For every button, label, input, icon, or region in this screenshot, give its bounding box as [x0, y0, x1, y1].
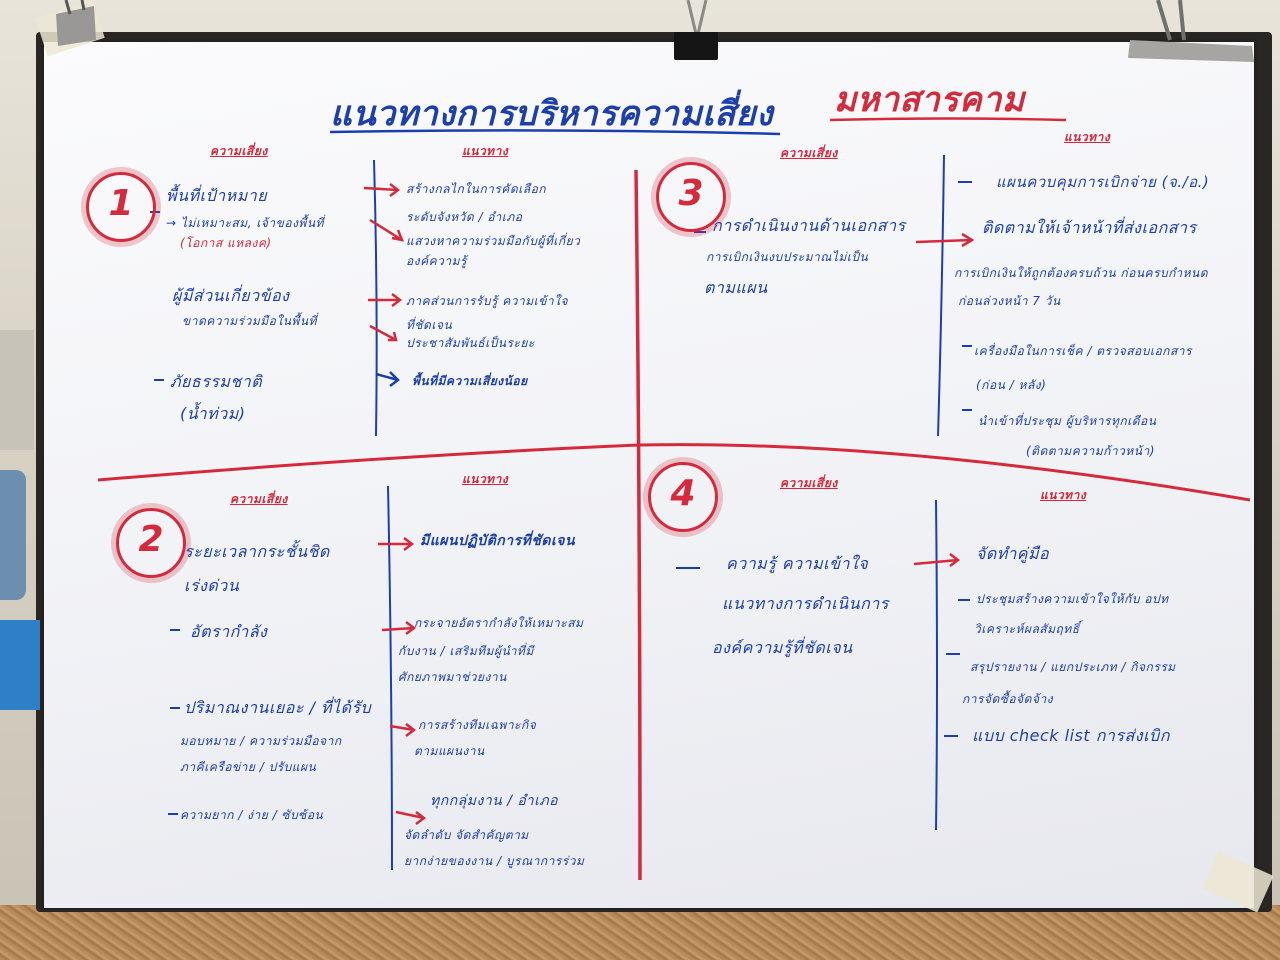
- q4-approach-1: จัดทำคู่มือ: [976, 544, 1050, 563]
- q2-approach-2: กระจายอัตรากำลังให้เหมาะสม: [414, 616, 584, 630]
- q4-approach-heading: แนวทาง: [1040, 488, 1087, 502]
- q3-approach-1: แผนควบคุมการเบิกจ่าย (จ./อ.): [996, 173, 1210, 191]
- title-underline: [329, 129, 781, 136]
- blue-arrows: [375, 371, 400, 387]
- q3-risk-3: ตามแผน: [704, 278, 768, 297]
- q2-risk-4: ปริมาณงานเยอะ / ที่ได้รับ: [184, 698, 372, 717]
- q4-approach-2: ประชุมสร้างความเข้าใจให้กับ อปท: [976, 592, 1169, 606]
- q3-approach-6: (ก่อน / หลัง): [976, 378, 1047, 392]
- q2-risk-3: อัตรากำลัง: [190, 622, 268, 641]
- q2-risk-6: ภาคีเครือข่าย / ปรับแผน: [180, 760, 317, 774]
- q2-approach-4: ศักยภาพมาช่วยงาน: [398, 670, 507, 684]
- q3-risk-2: การเบิกเงินงบประมาณไม่เป็น: [706, 250, 869, 264]
- q4-column-divider: [935, 499, 938, 831]
- q4-approach-5: การจัดซื้อจัดจ้าง: [962, 692, 1054, 706]
- q3-risk-heading: ความเสี่ยง: [780, 146, 838, 160]
- q1-risk-5: ขาดความร่วมมือในพื้นที่: [182, 314, 317, 328]
- q4-approach-4: สรุปรายงาน / แยกประเภท / กิจกรรม: [970, 660, 1176, 674]
- q2-approach-9: ยากง่ายของงาน / บูรณาการร่วม: [404, 854, 585, 868]
- q3-approach-8: (ติดตามความก้าวหน้า): [1026, 444, 1155, 458]
- quadrant-4-number: 4: [648, 462, 718, 532]
- q4-risk-heading: ความเสี่ยง: [780, 476, 838, 490]
- q4-risk-2: แนวทางการดำเนินการ: [722, 594, 889, 613]
- q4-approach-3: วิเคราะห์ผลสัมฤทธิ์: [974, 622, 1080, 636]
- q2-approach-7: ทุกกลุ่มงาน / อำเภอ: [430, 793, 559, 809]
- chart-title: แนวทางการบริหารความเสี่ยง: [330, 94, 774, 134]
- q3-approach-5: เครื่องมือในการเช็ค / ตรวจสอบเอกสาร: [974, 344, 1192, 358]
- q2-risk-2: เร่งด่วน: [184, 576, 240, 595]
- red-arrows: [363, 183, 975, 825]
- left-person-blur: [0, 470, 26, 600]
- q2-risk-heading: ความเสี่ยง: [230, 492, 288, 506]
- q2-risk-1: ระยะเวลากระชั้นชิด: [184, 542, 330, 561]
- q2-approach-5: การสร้างทีมเฉพาะกิจ: [418, 718, 537, 732]
- q2-risk-7: ความยาก / ง่าย / ซับซ้อน: [180, 808, 324, 822]
- q1-risk-6: ภัยธรรมชาติ: [170, 372, 263, 391]
- q1-risk-4: ผู้มีส่วนเกี่ยวข้อง: [172, 286, 290, 305]
- q1-approach-8: พื้นที่มีความเสี่ยงน้อย: [412, 374, 528, 388]
- q2-approach-1: มีแผนปฏิบัติการที่ชัดเจน: [420, 533, 576, 549]
- q1-approach-2: ระดับจังหวัด / อำเภอ: [406, 210, 523, 224]
- q1-risk-1: พื้นที่เป้าหมาย: [166, 186, 268, 205]
- q1-approach-4: องค์ความรู้: [406, 254, 467, 268]
- q1-risk-heading: ความเสี่ยง: [210, 144, 268, 158]
- binder-clip-top-right: [1120, 0, 1260, 62]
- q1-approach-heading: แนวทาง: [462, 144, 509, 158]
- q4-risk-1: ความรู้ ความเข้าใจ: [726, 554, 869, 573]
- q3-approach-4: ก่อนล่วงหน้า 7 วัน: [958, 294, 1061, 308]
- q2-approach-6: ตามแผนงาน: [414, 744, 485, 758]
- q4-risk-3: องค์ความรู้ที่ชัดเจน: [712, 638, 853, 657]
- q1-risk-3: (โอกาส แหลงค): [180, 236, 272, 250]
- q2-column-divider: [387, 485, 393, 871]
- q1-approach-6: ที่ชัดเจน: [406, 318, 453, 332]
- left-window-light: [0, 330, 34, 450]
- q1-risk-7: (น้ำท่วม): [180, 404, 246, 423]
- q3-approach-3: การเบิกเงินให้ถูกต้องครบถ้วน ก่อนครบกำหน…: [954, 266, 1209, 280]
- binder-clip-top-center: [668, 0, 724, 62]
- vertical-divider: [634, 169, 642, 881]
- flipchart-paper: [44, 42, 1254, 908]
- q4-approach-6: แบบ check list การส่งเบิก: [972, 726, 1170, 745]
- q1-approach-5: ภาคส่วนการรับรู้ ความเข้าใจ: [406, 294, 569, 308]
- cork-board-strip: [0, 905, 1280, 960]
- q1-approach-1: สร้างกลไกในการคัดเลือก: [406, 182, 547, 196]
- q2-risk-5: มอบหมาย / ความร่วมมือจาก: [180, 734, 342, 748]
- binder-clip-top-left: [52, 0, 98, 50]
- province-name: มหาสารคาม: [834, 80, 1025, 120]
- q3-approach-7: นำเข้าที่ประชุม ผู้บริหารทุกเดือน: [978, 414, 1157, 428]
- q3-approach-2: ติดตามให้เจ้าหน้าที่ส่งเอกสาร: [982, 218, 1197, 237]
- q1-approach-3: แสวงหาความร่วมมือกับผู้ที่เกี่ยว: [406, 234, 581, 248]
- left-table-blue: [0, 620, 40, 710]
- q2-approach-3: กับงาน / เสริมทีมผู้นำที่มี: [398, 644, 534, 658]
- q1-column-divider: [373, 159, 378, 437]
- q3-approach-heading: แนวทาง: [1064, 130, 1111, 144]
- quadrant-2-number: 2: [116, 508, 186, 578]
- quadrant-3-number: 3: [656, 162, 726, 232]
- quadrant-1-number: 1: [86, 172, 156, 242]
- q2-approach-heading: แนวทาง: [462, 472, 509, 486]
- q2-approach-8: จัดลำดับ จัดสำคัญตาม: [404, 828, 529, 842]
- q1-approach-7: ประชาสัมพันธ์เป็นระยะ: [406, 336, 535, 350]
- q1-risk-2: → ไม่เหมาะสม, เจ้าของพื้นที่: [166, 216, 324, 230]
- q3-column-divider: [937, 154, 945, 437]
- province-underline: [829, 117, 1067, 122]
- q3-risk-1: การดำเนินงานด้านเอกสาร: [712, 216, 906, 235]
